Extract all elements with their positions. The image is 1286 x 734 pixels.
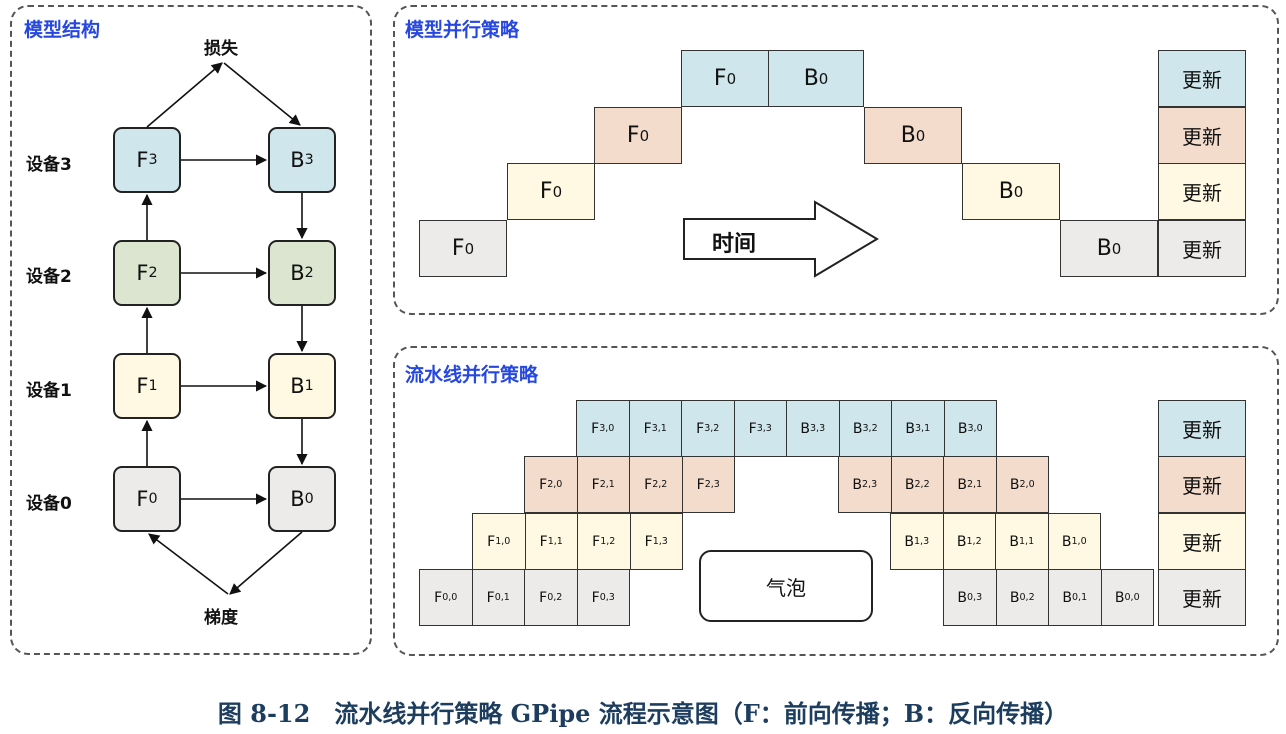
model-structure-panel bbox=[10, 5, 372, 655]
model-structure-title: 模型结构 bbox=[24, 19, 101, 41]
pp-update-cell-1: 更新 bbox=[1158, 513, 1246, 570]
device-label-3: 设备3 bbox=[26, 155, 72, 175]
pipeline-parallel-panel bbox=[393, 346, 1279, 656]
pp-update-cell-3: 更新 bbox=[1158, 400, 1246, 457]
loss-label: 损失 bbox=[204, 39, 238, 59]
figure-caption: 图 8-12 流水线并行策略 GPipe 流程示意图（F：前向传播；B：反向传播… bbox=[217, 699, 1069, 728]
model-parallel-title: 模型并行策略 bbox=[405, 19, 520, 41]
bubble-label: 气泡 bbox=[766, 575, 806, 600]
mp-update-device-1: 更新 bbox=[1158, 163, 1246, 220]
bubble-box: 气泡 bbox=[699, 550, 873, 622]
pipeline-parallel-title: 流水线并行策略 bbox=[405, 364, 539, 386]
model-parallel-panel bbox=[393, 5, 1279, 315]
device-label-0: 设备0 bbox=[26, 494, 72, 514]
mp-update-device-3: 更新 bbox=[1158, 50, 1246, 107]
mp-update-device-0: 更新 bbox=[1158, 220, 1246, 277]
mp-update-device-2: 更新 bbox=[1158, 107, 1246, 164]
pp-update-cell-0: 更新 bbox=[1158, 569, 1246, 626]
pp-update-cell-2: 更新 bbox=[1158, 456, 1246, 513]
device-label-2: 设备2 bbox=[26, 267, 72, 287]
gradient-label: 梯度 bbox=[204, 608, 238, 628]
time-label: 时间 bbox=[712, 232, 757, 257]
device-label-1: 设备1 bbox=[26, 381, 72, 401]
